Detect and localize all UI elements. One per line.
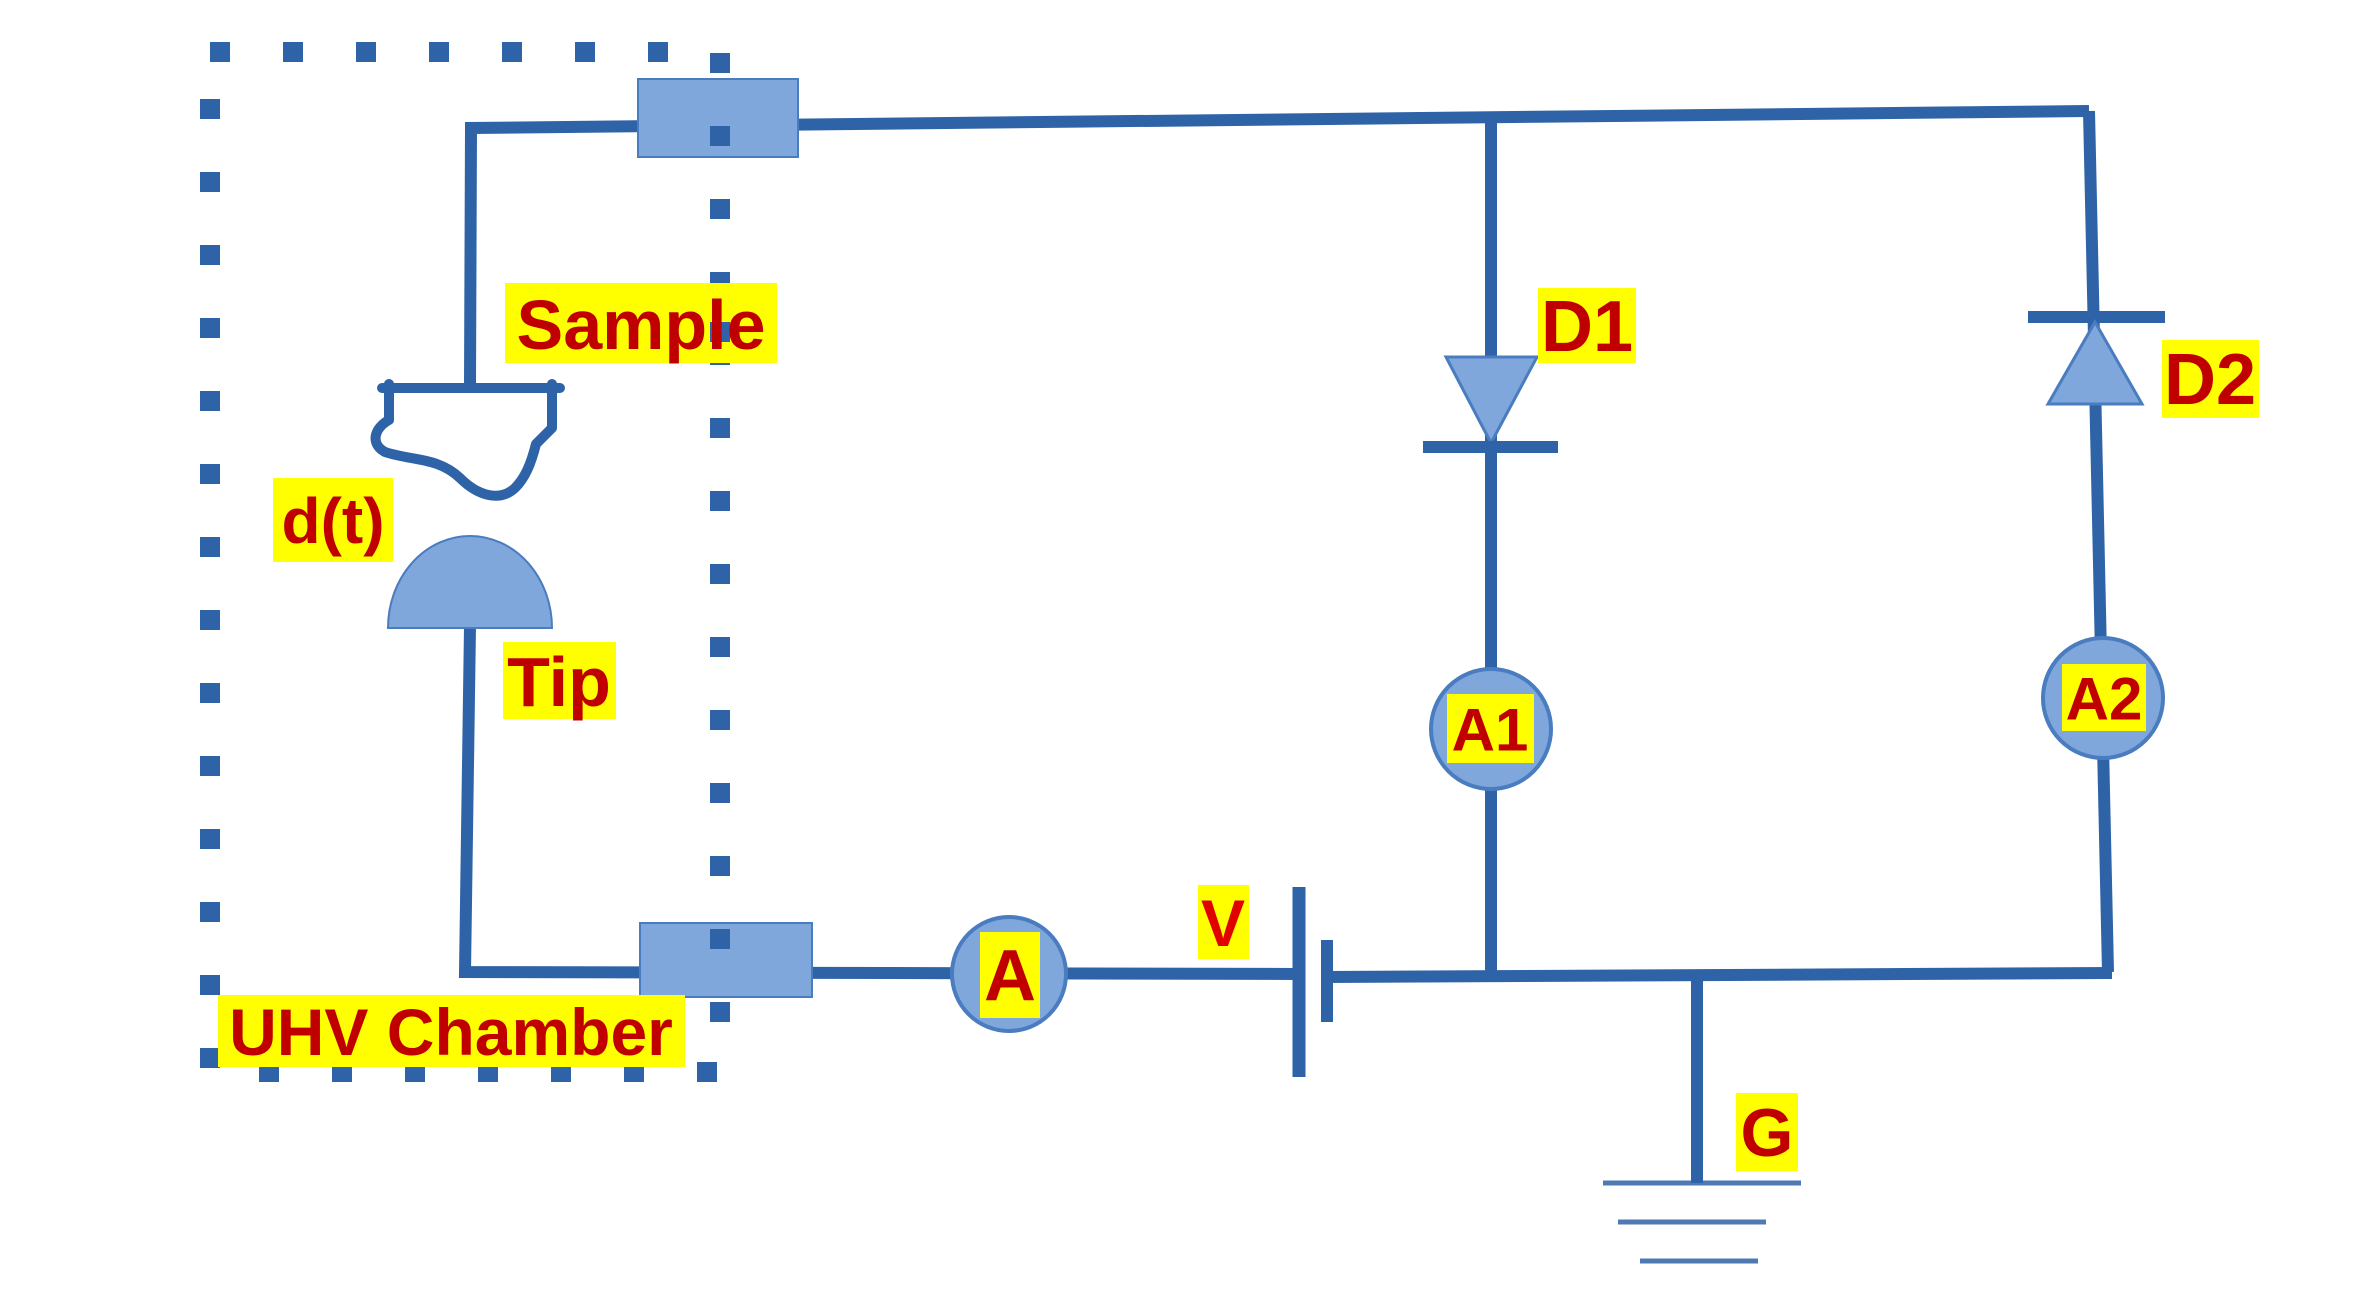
label-ground-text: G	[1741, 1095, 1794, 1171]
diode-d1-triangle	[1443, 355, 1540, 447]
chamber-border-dot-over-label	[710, 322, 730, 342]
label-ammeter-a: A	[980, 932, 1040, 1018]
label-d1-text: D1	[1541, 287, 1633, 367]
feedthrough-bottom	[639, 922, 813, 998]
label-d2: D2	[2162, 340, 2259, 420]
label-voltage: V	[1198, 885, 1249, 960]
label-ammeter-a2-text: A2	[2066, 666, 2143, 733]
label-tip-bg	[503, 642, 616, 719]
label-chamber: UHV Chamber	[218, 995, 685, 1069]
label-ammeter-a-text: A	[984, 936, 1036, 1016]
ground-symbol	[1603, 1180, 1801, 1264]
tip-dome	[386, 535, 554, 629]
diode-d1	[1423, 355, 1558, 453]
wire-battery-to-right	[1326, 967, 2113, 983]
label-ground-bg	[1736, 1093, 1798, 1171]
label-voltage-bg	[1198, 885, 1249, 959]
label-ammeter-a1: A1	[1447, 694, 1534, 764]
label-ammeter-a2-bg	[2062, 664, 2146, 731]
label-voltage-text: V	[1201, 886, 1245, 960]
label-ammeter-a1-bg	[1447, 694, 1534, 763]
label-ammeter-a1-text: A1	[1452, 697, 1529, 764]
label-d2-text: D2	[2164, 340, 2256, 420]
wire-right-branch	[2083, 110, 2114, 973]
label-d1: D1	[1538, 287, 1636, 367]
wires	[458, 105, 2114, 1183]
label-sample-bg	[505, 283, 777, 363]
sample-holder	[370, 379, 565, 501]
label-distance-text: d(t)	[281, 485, 384, 557]
wire-sample-feed	[464, 105, 2090, 385]
label-d1-bg	[1538, 288, 1636, 363]
label-tip: Tip	[503, 642, 616, 721]
label-chamber-text: UHV Chamber	[229, 995, 673, 1069]
label-distance-bg	[273, 478, 393, 562]
battery	[1292, 887, 1333, 1077]
label-d2-bg	[2162, 340, 2259, 418]
label-sample: Sample	[505, 283, 777, 364]
label-ammeter-a2: A2	[2062, 664, 2146, 733]
diode-d2-triangle	[2045, 318, 2145, 406]
label-ground: G	[1736, 1093, 1798, 1171]
label-distance: d(t)	[273, 478, 393, 562]
label-chamber-bg	[218, 995, 685, 1067]
label-sample-text: Sample	[517, 286, 766, 364]
diode-d2	[2028, 311, 2165, 406]
label-ammeter-a-bg	[980, 932, 1040, 1018]
label-tip-text: Tip	[507, 643, 611, 721]
